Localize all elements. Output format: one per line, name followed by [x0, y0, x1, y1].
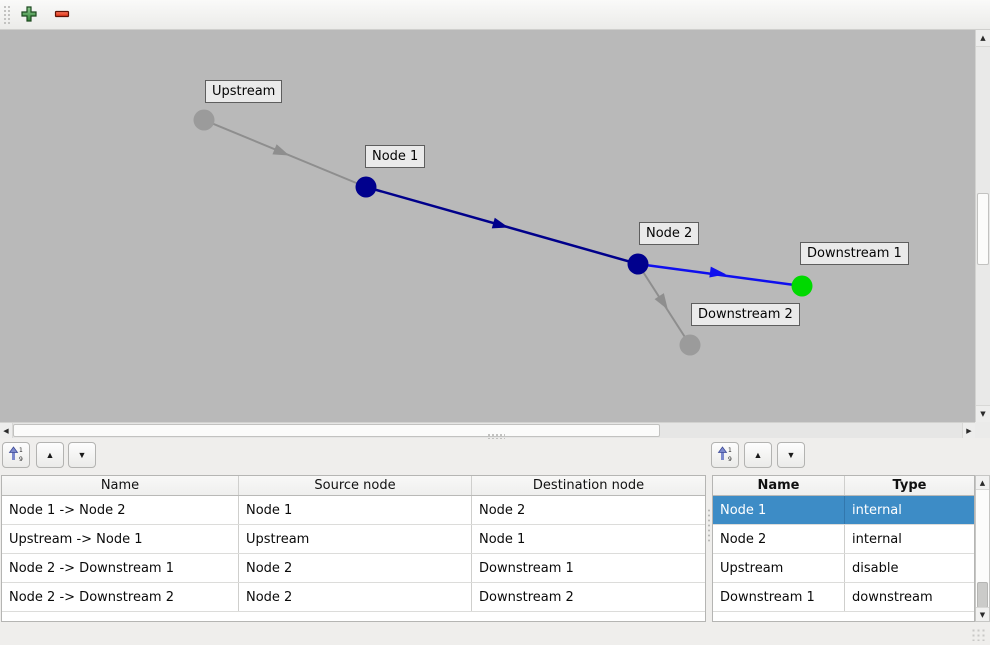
node-upstream[interactable] — [193, 109, 215, 131]
triangle-up-icon: ▲ — [980, 34, 986, 42]
svg-text:1: 1 — [728, 447, 732, 454]
triangle-up-icon: ▲ — [979, 478, 986, 487]
link-destination-cell: Node 2 — [479, 502, 526, 518]
arrow-icon — [709, 266, 726, 278]
add-node-button[interactable] — [17, 4, 41, 26]
graph-canvas[interactable]: Upstream Node 1 Node 2 Downstream 1 Down… — [0, 30, 975, 422]
horizontal-scroll-thumb[interactable] — [13, 424, 660, 437]
arrow-icon — [272, 144, 290, 156]
column-header-destination[interactable]: Destination node — [532, 478, 645, 493]
nodes-move-up-button[interactable]: ▲ — [744, 442, 772, 468]
canvas-vertical-scrollbar[interactable]: ▲ ▼ — [975, 30, 990, 422]
links-move-down-button[interactable]: ▼ — [68, 442, 96, 468]
svg-text:9: 9 — [19, 456, 23, 462]
link-source-cell: Node 2 — [239, 554, 472, 582]
node-type-cell: internal — [852, 531, 902, 547]
svg-text:9: 9 — [728, 456, 732, 462]
node-row[interactable]: Node 2 internal — [713, 525, 974, 554]
node-name-cell: Downstream 1 — [713, 583, 845, 611]
main-toolbar — [0, 0, 990, 30]
nodes-sort-button[interactable]: 1 9 — [711, 442, 739, 468]
scroll-down-button[interactable]: ▼ — [976, 405, 990, 422]
node-row[interactable]: Upstream disable — [713, 554, 974, 583]
graph-svg — [193, 109, 813, 356]
svg-text:1: 1 — [19, 447, 23, 454]
link-name-cell: Node 1 -> Node 2 — [2, 496, 239, 524]
node-label-upstream[interactable]: Upstream — [205, 80, 283, 103]
node-downstream2[interactable] — [679, 334, 701, 356]
vertical-scroll-thumb[interactable] — [977, 193, 989, 265]
links-table: Name Source node Destination node Node 1… — [1, 475, 706, 622]
node-type-cell: internal — [852, 502, 902, 518]
window-resize-grip[interactable] — [971, 628, 986, 641]
link-source-cell: Node 2 — [239, 583, 472, 611]
remove-node-button[interactable] — [50, 4, 74, 26]
links-move-up-button[interactable]: ▲ — [36, 442, 64, 468]
plus-icon — [20, 5, 38, 26]
arrow-icon — [654, 293, 668, 310]
node-node1[interactable] — [355, 176, 377, 198]
node-label-node2[interactable]: Node 2 — [639, 222, 700, 245]
nodes-table-header: Name Type — [713, 476, 974, 496]
link-row[interactable]: Node 2 -> Downstream 1 Node 2 Downstream… — [2, 554, 705, 583]
node-label-downstream1[interactable]: Downstream 1 — [800, 242, 909, 265]
link-destination-cell: Downstream 2 — [479, 589, 574, 605]
link-destination-cell: Downstream 1 — [479, 560, 574, 576]
node-label-downstream2[interactable]: Downstream 2 — [691, 303, 800, 326]
horizontal-splitter-handle[interactable] — [487, 433, 505, 439]
node-type-cell: downstream — [852, 589, 933, 605]
triangle-down-icon: ▼ — [77, 450, 87, 460]
nodes-table: Name Type Node 1 internal Node 2 interna… — [712, 475, 975, 622]
node-name-cell: Upstream — [713, 554, 845, 582]
triangle-up-icon: ▲ — [45, 450, 55, 460]
triangle-up-icon: ▲ — [753, 450, 763, 460]
sort-ascending-icon: 1 9 — [717, 446, 733, 464]
link-row[interactable]: Upstream -> Node 1 Upstream Node 1 — [2, 525, 705, 554]
scroll-down-button[interactable]: ▼ — [976, 607, 989, 621]
link-row[interactable]: Node 2 -> Downstream 2 Node 2 Downstream… — [2, 583, 705, 612]
node-name-cell: Node 2 — [713, 525, 845, 553]
link-name-cell: Upstream -> Node 1 — [2, 525, 239, 553]
node-node2[interactable] — [627, 253, 649, 275]
vertical-splitter-handle[interactable] — [707, 508, 713, 542]
links-table-header: Name Source node Destination node — [2, 476, 705, 496]
node-row[interactable]: Downstream 1 downstream — [713, 583, 974, 612]
column-header-source[interactable]: Source node — [239, 476, 472, 495]
link-destination-cell: Node 1 — [479, 531, 526, 547]
nodes-move-down-button[interactable]: ▼ — [777, 442, 805, 468]
triangle-left-icon: ◀ — [3, 426, 9, 435]
sort-ascending-icon: 1 9 — [8, 446, 24, 464]
scroll-right-button[interactable]: ▶ — [962, 423, 975, 438]
nodes-table-scrollbar[interactable]: ▲ ▼ — [975, 475, 990, 622]
link-source-cell: Node 1 — [239, 496, 472, 524]
scroll-up-button[interactable]: ▲ — [976, 30, 990, 47]
column-header-name[interactable]: Name — [713, 476, 845, 495]
column-header-name[interactable]: Name — [2, 476, 239, 495]
triangle-right-icon: ▶ — [966, 426, 972, 435]
node-name-cell: Node 1 — [713, 496, 845, 524]
column-header-type[interactable]: Type — [892, 478, 927, 493]
triangle-down-icon: ▼ — [786, 450, 796, 460]
link-name-cell: Node 2 -> Downstream 2 — [2, 583, 239, 611]
node-type-cell: disable — [852, 560, 899, 576]
node-label-node1[interactable]: Node 1 — [365, 145, 426, 168]
node-row-selected[interactable]: Node 1 internal — [713, 496, 974, 525]
triangle-down-icon: ▼ — [980, 410, 986, 418]
toolbar-drag-handle[interactable] — [3, 5, 11, 25]
scroll-left-button[interactable]: ◀ — [0, 423, 13, 438]
vertical-scroll-thumb[interactable] — [977, 582, 988, 608]
minus-icon — [53, 5, 71, 26]
link-row[interactable]: Node 1 -> Node 2 Node 1 Node 2 — [2, 496, 705, 525]
scroll-up-button[interactable]: ▲ — [976, 476, 989, 490]
arrow-icon — [491, 217, 509, 229]
link-name-cell: Node 2 -> Downstream 1 — [2, 554, 239, 582]
link-source-cell: Upstream — [239, 525, 472, 553]
links-sort-button[interactable]: 1 9 — [2, 442, 30, 468]
triangle-down-icon: ▼ — [979, 610, 986, 619]
node-downstream1[interactable] — [791, 275, 813, 297]
scrollbar-corner — [975, 422, 990, 438]
